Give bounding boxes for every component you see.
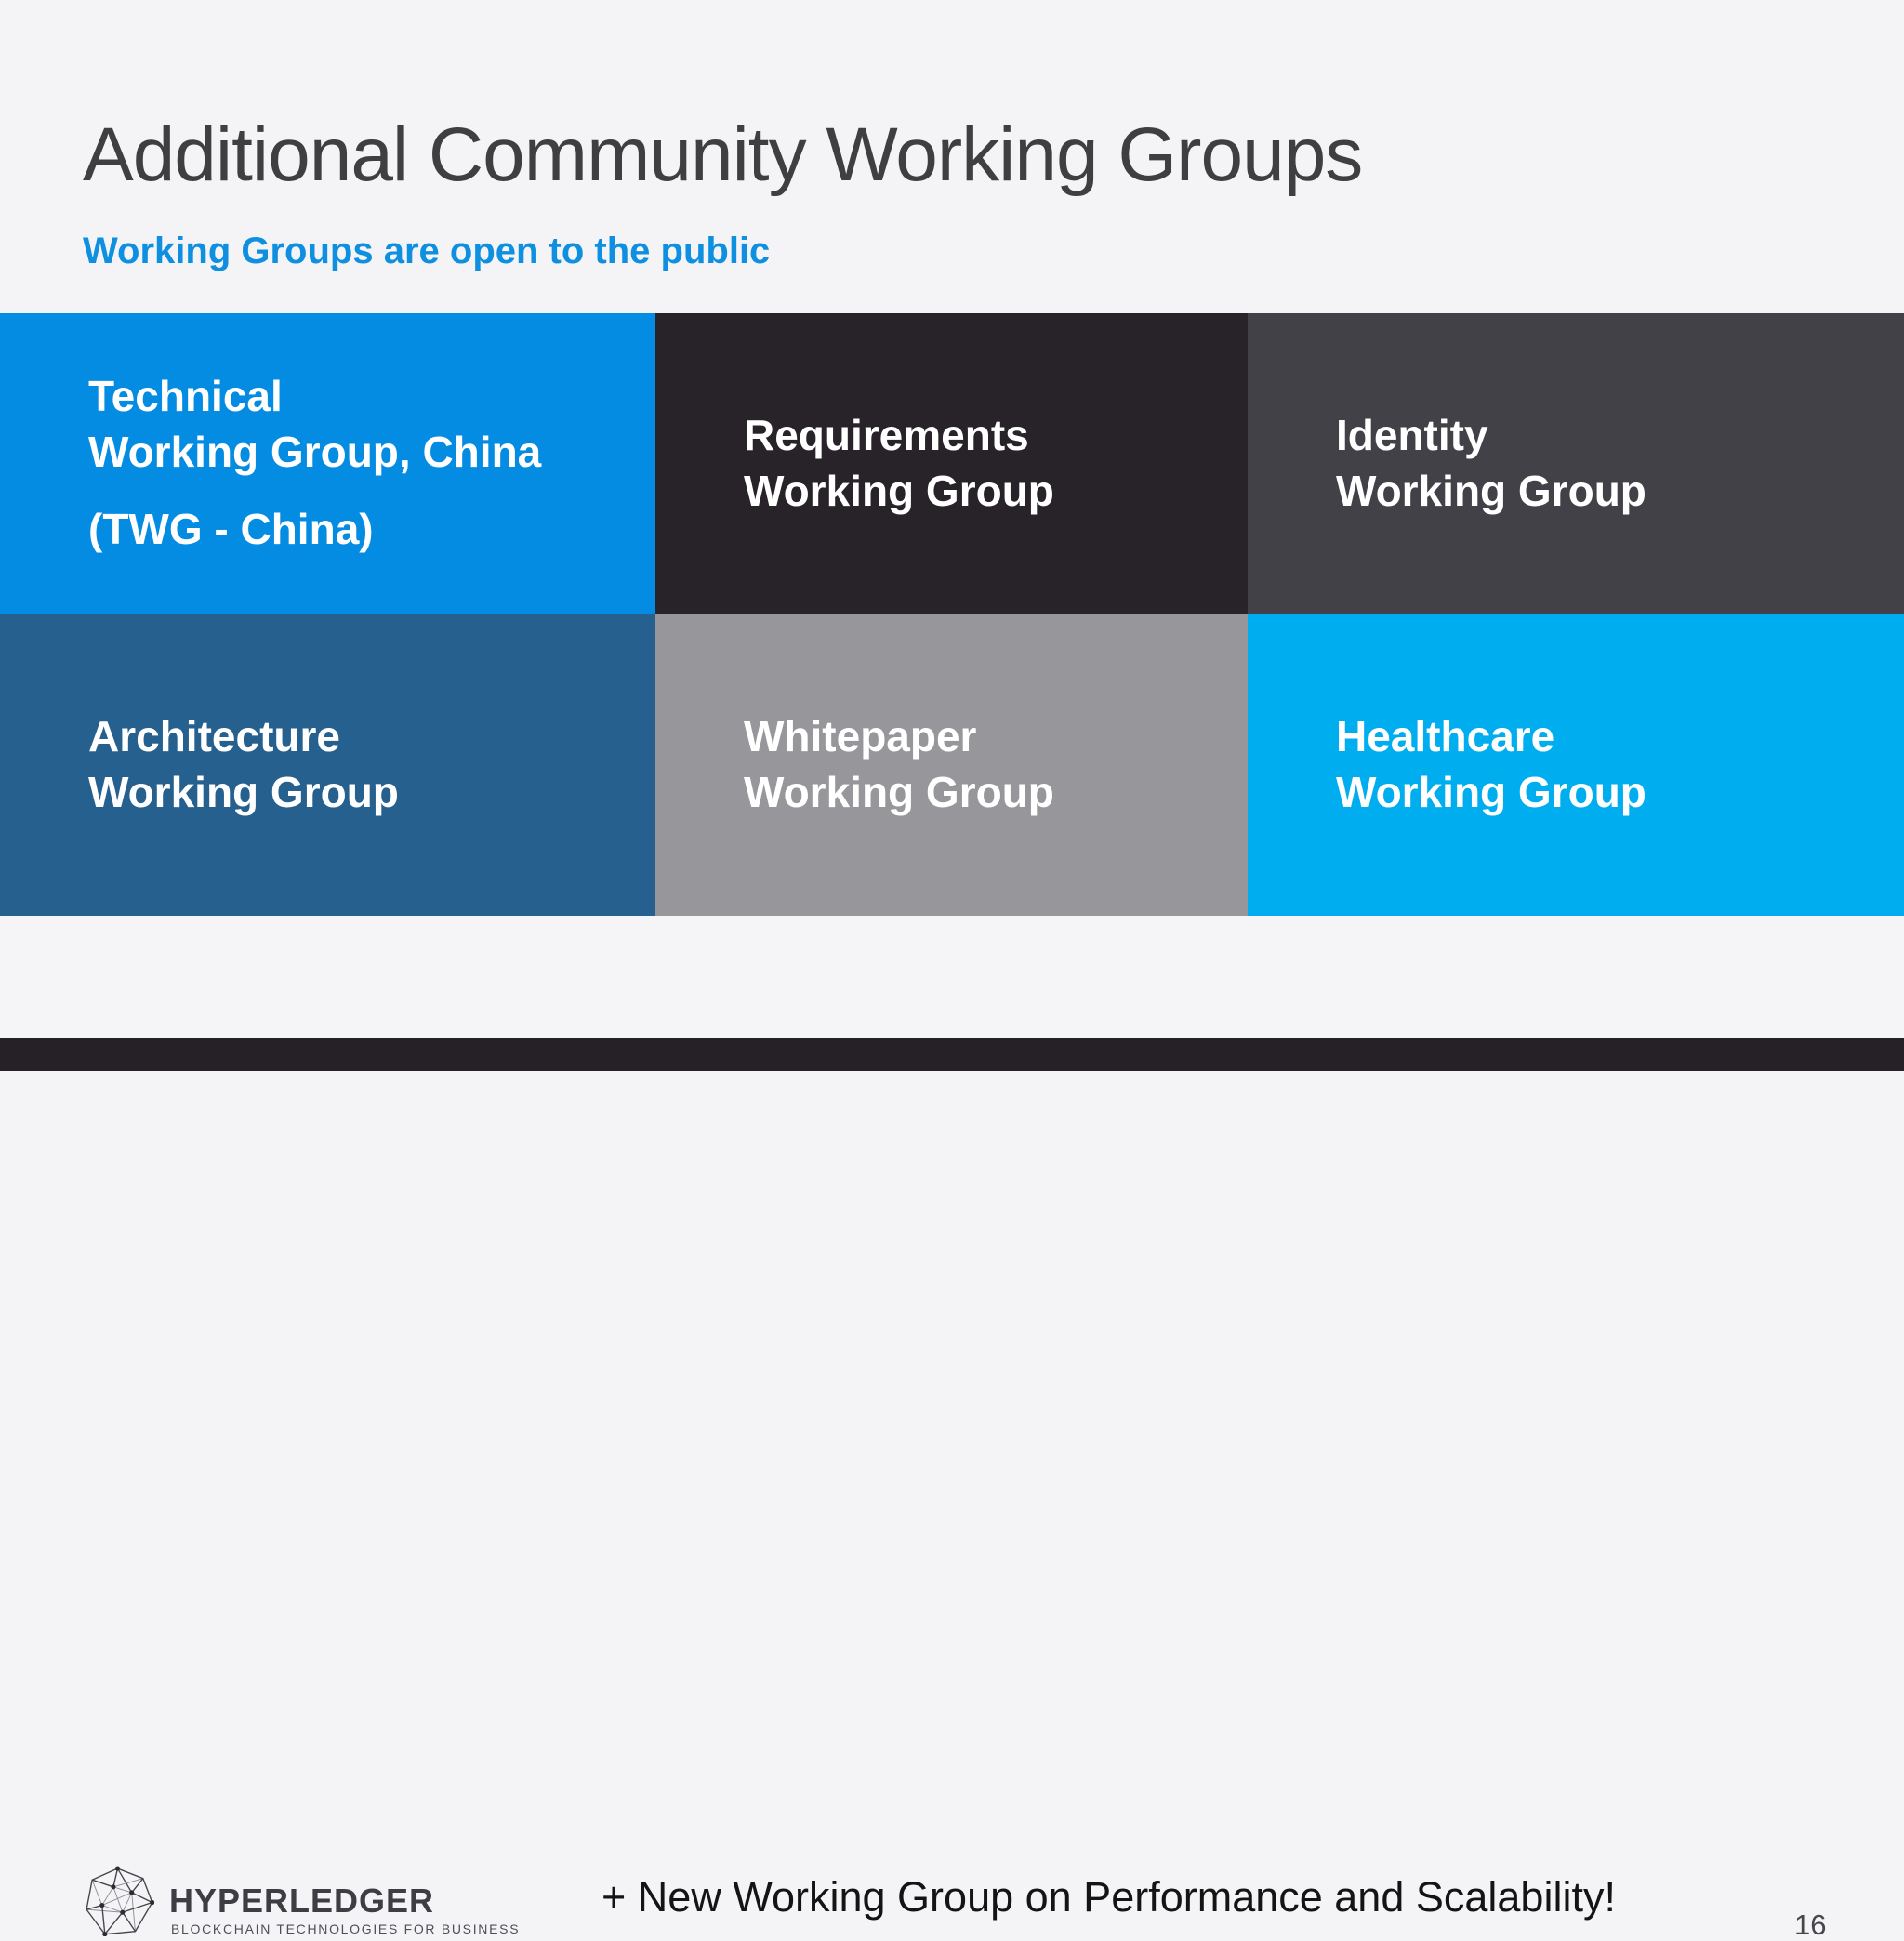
hyperledger-logo-wordmark: HYPERLEDGER (169, 1882, 435, 1920)
tile-technical-working-group-china: Technical Working Group, China (TWG - Ch… (0, 313, 655, 614)
geodesic-sphere-icon (86, 1866, 154, 1936)
page-number: 16 (1794, 1908, 1827, 1941)
working-groups-grid: Technical Working Group, China (TWG - Ch… (0, 313, 1904, 916)
tile-subtitle-line: (TWG - China) (88, 505, 374, 554)
tile-requirements-working-group: Requirements Working Group (655, 313, 1248, 614)
tile-title-line: Requirements (744, 410, 1029, 459)
tile-title-line: Technical (88, 371, 283, 420)
tile-whitepaper-working-group: Whitepaper Working Group (655, 614, 1248, 916)
tile-healthcare-working-group: Healthcare Working Group (1248, 614, 1904, 916)
footer-note: + New Working Group on Performance and S… (602, 1873, 1616, 1921)
tile-title-line: Working Group, China (88, 427, 542, 476)
slide-subtitle: Working Groups are open to the public (83, 231, 771, 271)
tile-identity-working-group: Identity Working Group (1248, 313, 1904, 614)
tile-architecture-working-group: Architecture Working Group (0, 614, 655, 916)
tile-title-line: Working Group (1336, 767, 1646, 816)
slide-footer: HYPERLEDGER BLOCKCHAIN TECHNOLOGIES FOR … (0, 916, 1904, 1939)
tile-title-line: Working Group (744, 767, 1054, 816)
hyperledger-logo-tagline: BLOCKCHAIN TECHNOLOGIES FOR BUSINESS (171, 1921, 521, 1936)
tile-title-line: Working Group (1336, 466, 1646, 515)
tile-title-line: Architecture (88, 711, 340, 760)
page-title: Additional Community Working Groups (83, 112, 1363, 197)
tile-title-line: Working Group (744, 466, 1054, 515)
tile-title-line: Whitepaper (744, 711, 977, 760)
tile-title-line: Working Group (88, 767, 399, 816)
tile-title-line: Identity (1336, 410, 1488, 459)
bottom-bar (0, 1038, 1904, 1071)
tile-title-line: Healthcare (1336, 711, 1555, 760)
